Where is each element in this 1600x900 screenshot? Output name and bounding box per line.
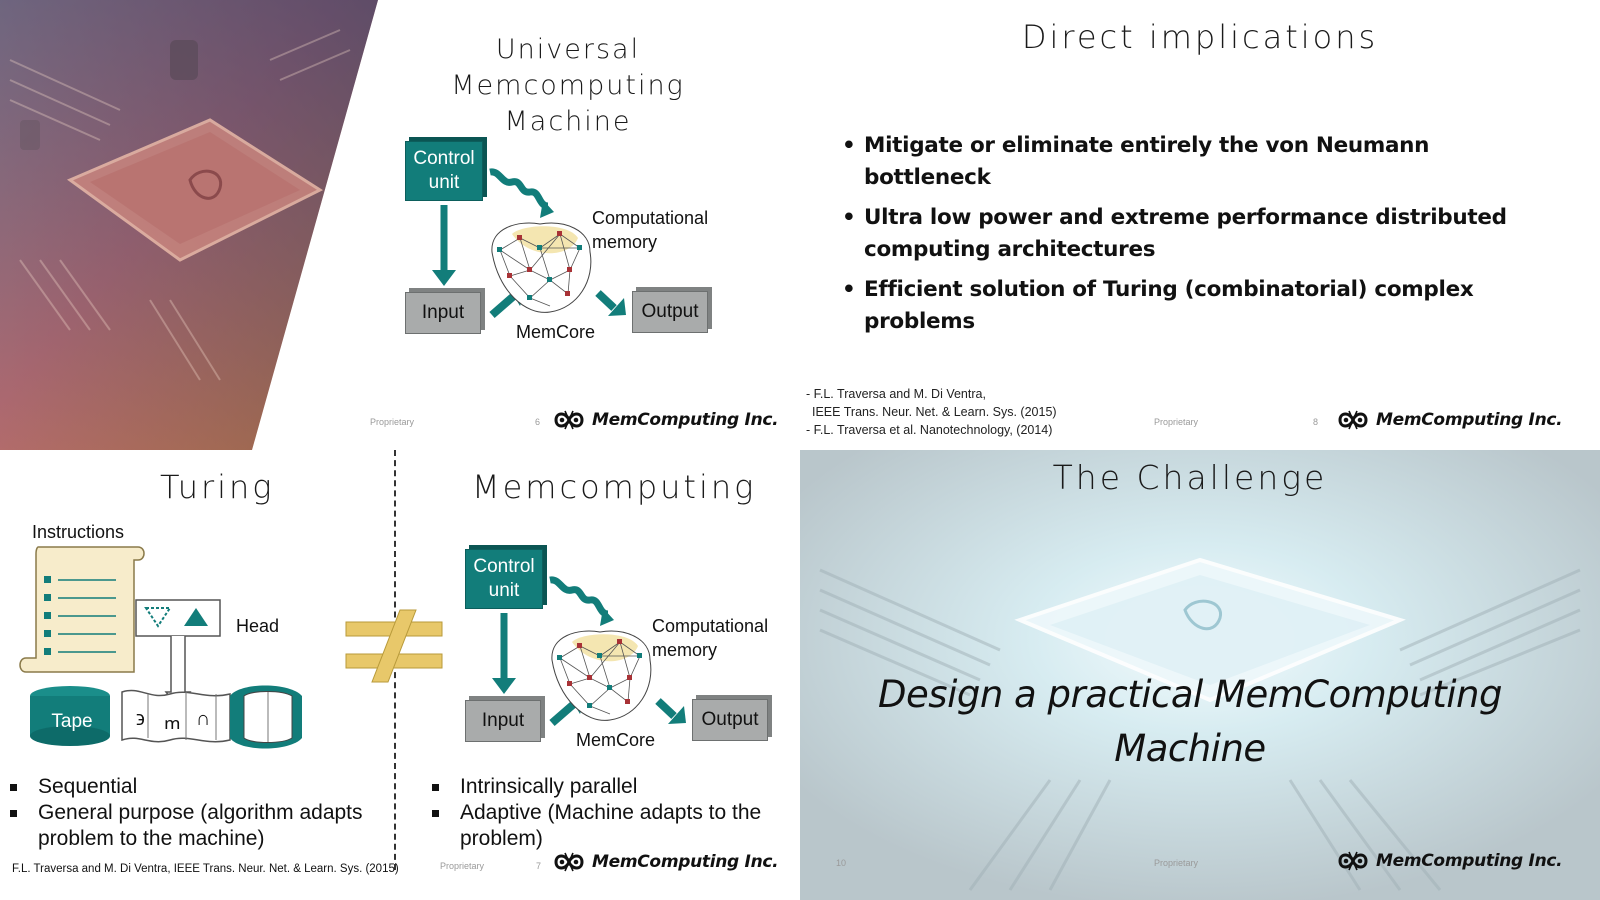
memcomputing-logo: MemComputing Inc. — [552, 408, 779, 432]
logo-text: MemComputing Inc. — [1376, 851, 1563, 871]
cpu-background-image — [800, 450, 1600, 900]
slide-turing-vs-memcomputing: Turing Memcomputing Instructions Head — [0, 450, 800, 900]
logo-text: MemComputing Inc. — [1376, 410, 1563, 430]
memcomputing-properties-list: Intrinsically parallel Adaptive (Machine… — [430, 774, 780, 852]
slide-title: Direct implications — [1021, 18, 1379, 56]
control-wave-connector — [489, 168, 549, 210]
implications-list: Mitigate or eliminate entirely the von N… — [842, 130, 1562, 346]
turing-machine-illustration — [19, 546, 221, 709]
memcomputing-logo-icon — [1336, 849, 1370, 873]
memcore-network-icon — [551, 630, 652, 721]
page-number: 8 — [1313, 417, 1319, 427]
instructions-scroll-icon — [19, 546, 145, 673]
page-number: 7 — [536, 861, 542, 871]
read-write-head-icon — [135, 599, 221, 709]
memcomputing-logo-icon — [552, 850, 586, 874]
output-box: Output — [632, 291, 708, 333]
memcore-to-output-arrow — [595, 290, 617, 311]
slide-direct-implications: Direct implications Mitigate or eliminat… — [800, 0, 1600, 450]
input-box: Input — [465, 700, 541, 742]
bullet-item: Sequential — [8, 774, 378, 800]
instructions-label: Instructions — [32, 522, 125, 542]
tape-symbol: ϶ — [136, 708, 145, 730]
turing-properties-list: Sequential General purpose (algorithm ad… — [8, 774, 378, 852]
memcomputing-logo: MemComputing Inc. — [552, 850, 779, 874]
proprietary-label: Proprietary — [1154, 417, 1199, 427]
citation: F.L. Traversa and M. Di Ventra, IEEE Tra… — [12, 863, 399, 875]
slide-title: Universal Memcomputing Machine — [451, 34, 685, 137]
memcomputing-logo-icon — [1336, 408, 1370, 432]
memcore-label: MemCore — [516, 322, 596, 342]
reference-line: - F.L. Traversa and M. Di Ventra, — [806, 387, 986, 401]
tape-symbol: ՠ — [164, 713, 181, 733]
control-wave-connector — [549, 576, 609, 618]
reference-line: IEEE Trans. Neur. Net. & Learn. Sys. (20… — [812, 405, 1057, 419]
memcore-label: MemCore — [576, 730, 656, 750]
memcomputing-diagram — [492, 576, 686, 727]
proprietary-label: Proprietary — [1154, 858, 1199, 868]
memcore-to-output-arrow — [655, 698, 677, 719]
proprietary-label: Proprietary — [370, 417, 415, 427]
bullet-item: General purpose (algorithm adapts proble… — [8, 800, 378, 852]
bullet-item: Intrinsically parallel — [430, 774, 780, 800]
turing-title: Turing — [160, 468, 275, 506]
memcomputing-logo: MemComputing Inc. — [1336, 849, 1563, 873]
memcomputing-title: Memcomputing — [472, 468, 757, 506]
memcomputing-logo: MemComputing Inc. — [1336, 408, 1563, 432]
slide-title: The Challenge — [1052, 458, 1328, 497]
control-unit-box: Control unit — [465, 549, 543, 609]
memcomputing-diagram — [432, 168, 626, 319]
control-unit-box: Control unit — [405, 141, 483, 201]
challenge-statement: Design a practical MemComputing Machine — [878, 673, 1502, 770]
slide-universal-memcomputing-machine: Universal Memcomputing Machine — [0, 0, 800, 450]
input-to-memcore-arrow — [489, 291, 518, 319]
cpu-chip-photo — [0, 0, 378, 450]
proprietary-label: Proprietary — [440, 861, 485, 871]
logo-text: MemComputing Inc. — [592, 852, 779, 872]
input-box: Input — [405, 292, 481, 334]
tape-symbol: ∩ — [196, 708, 211, 730]
page-number: 10 — [836, 858, 847, 868]
input-to-memcore-arrow — [549, 699, 578, 727]
bullet-item: Mitigate or eliminate entirely the von N… — [842, 130, 1562, 194]
head-label: Head — [236, 616, 280, 636]
page-number: 6 — [535, 417, 541, 427]
slide-the-challenge: The Challenge Design a practical MemComp… — [800, 450, 1600, 900]
reference-line: - F.L. Traversa et al. Nanotechnology, (… — [806, 423, 1053, 437]
tape-label: Tape — [51, 711, 93, 732]
bullet-item: Efficient solution of Turing (combinator… — [842, 274, 1562, 338]
memcomputing-logo-icon — [552, 408, 586, 432]
computational-memory-label: Computational memory — [652, 616, 769, 660]
bullet-item: Ultra low power and extreme performance … — [842, 202, 1562, 266]
not-equal-icon — [345, 609, 443, 683]
output-box: Output — [692, 699, 768, 741]
logo-text: MemComputing Inc. — [592, 410, 779, 430]
bullet-item: Adaptive (Machine adapts to the problem) — [430, 800, 780, 852]
memcore-network-icon — [491, 222, 592, 313]
references: - F.L. Traversa and M. Di Ventra, IEEE T… — [806, 385, 1057, 439]
computational-memory-label: Computational memory — [592, 208, 709, 252]
tape-icon — [30, 685, 302, 749]
